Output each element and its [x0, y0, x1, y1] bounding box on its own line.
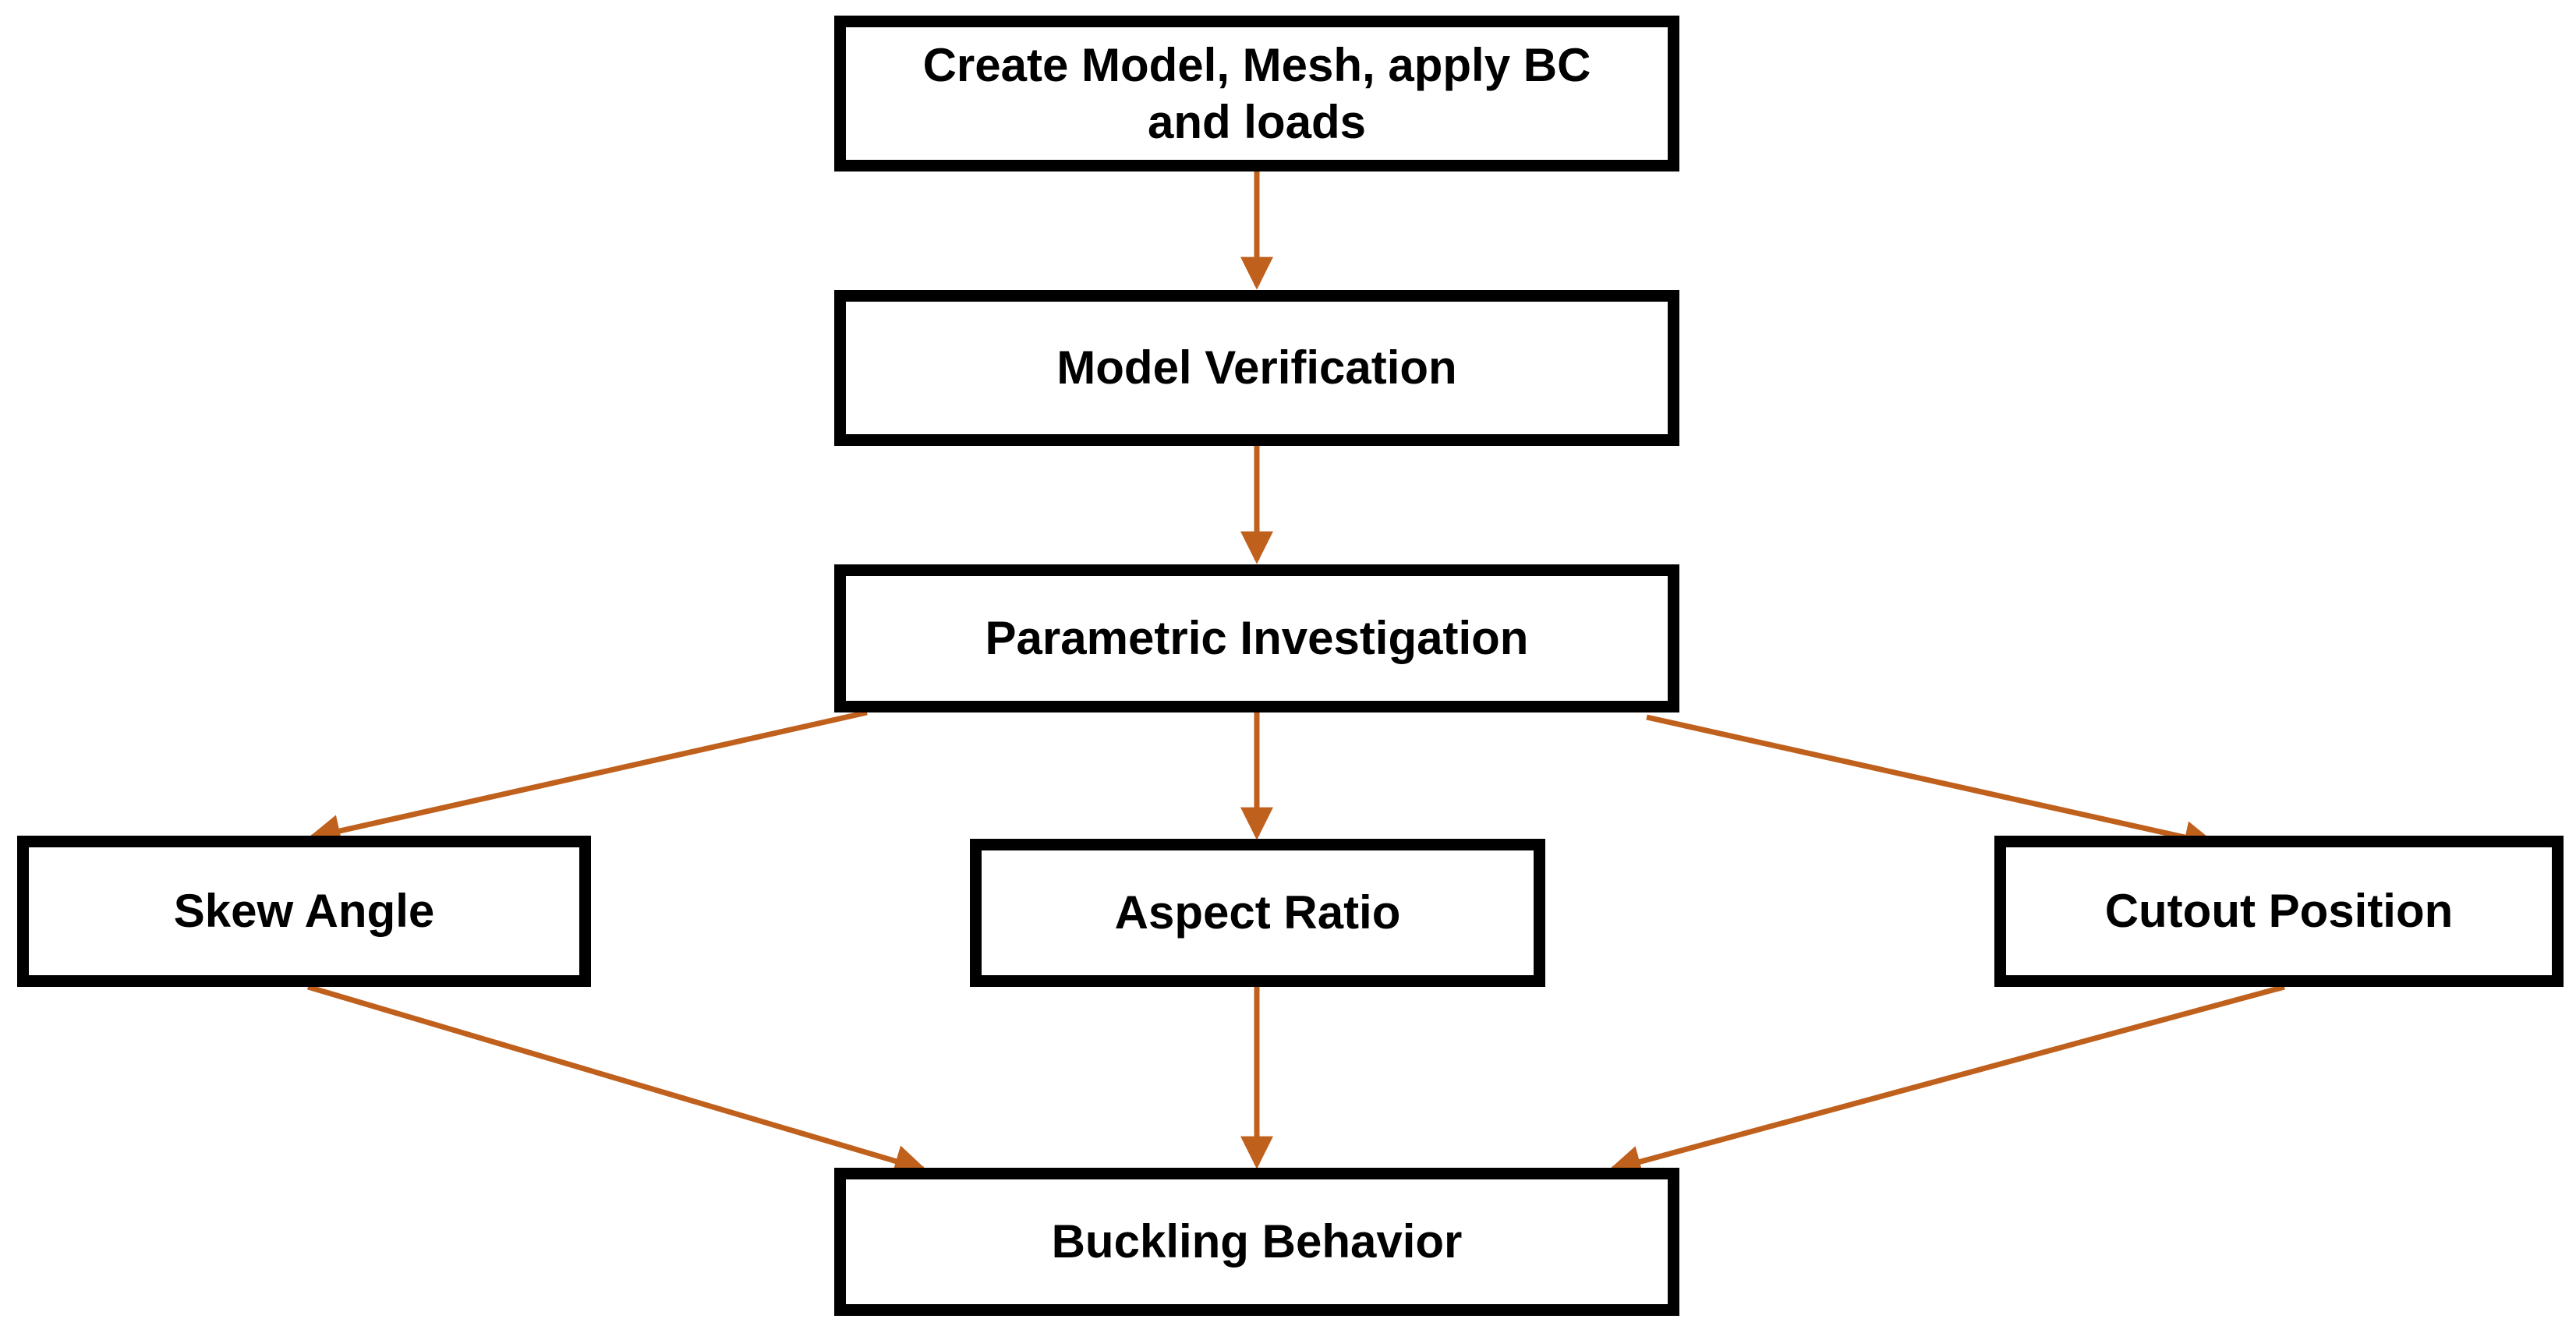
parametric-investigation-box: Parametric Investigation	[834, 564, 1679, 712]
buckling-behavior-box: Buckling Behavior	[834, 1168, 1679, 1316]
buckling-behavior-label: Buckling Behavior	[1051, 1215, 1463, 1268]
aspect-ratio-box: Aspect Ratio	[970, 839, 1545, 987]
parametric-investigation-label: Parametric Investigation	[985, 612, 1529, 665]
arrow-parametric-investigation-to-skew-angle	[307, 709, 868, 847]
cutout-position-box: Cutout Position	[1994, 836, 2564, 987]
arrow-parametric-investigation-to-cutout-position	[1646, 714, 2217, 854]
aspect-ratio-label: Aspect Ratio	[1114, 886, 1401, 939]
arrow-skew-angle-to-buckling-behavior	[307, 984, 928, 1177]
arrow-cutout-position-to-buckling-behavior	[1608, 984, 2285, 1178]
create-model-box: Create Model, Mesh, apply BC and loads	[834, 16, 1679, 171]
create-model-label: Create Model, Mesh, apply BC and loads	[915, 37, 1599, 150]
skew-angle-label: Skew Angle	[173, 885, 435, 938]
model-verification-label: Model Verification	[1056, 341, 1457, 394]
create-model-label-line1: Create Model, Mesh, apply BC	[922, 38, 1591, 91]
create-model-label-line2: and loads	[1147, 96, 1367, 148]
skew-angle-box: Skew Angle	[17, 836, 591, 987]
cutout-position-label: Cutout Position	[2104, 885, 2454, 938]
model-verification-box: Model Verification	[834, 290, 1679, 446]
